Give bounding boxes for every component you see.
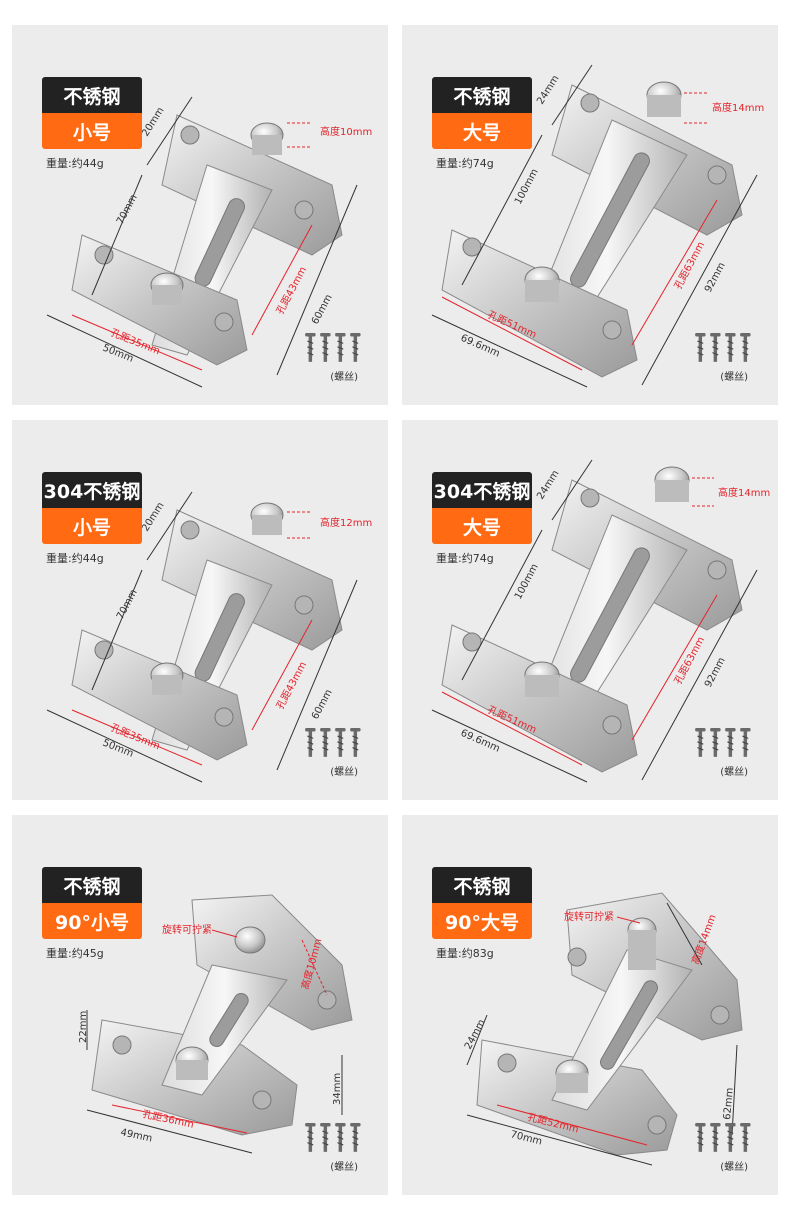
dim-hole-v: 孔距43mm (274, 660, 309, 712)
screws-icon (694, 333, 752, 363)
material-label: 不锈钢 (42, 77, 142, 113)
size-label: 大号 (432, 113, 532, 149)
size-label: 大号 (432, 508, 532, 544)
dim-rotate: 旋转可拧紧 (564, 910, 614, 923)
dim-v-total: 60mm (310, 688, 335, 722)
screw-label: (螺丝) (720, 767, 748, 778)
product-panel-5: 旋转可拧紧 高度10mm 22mm 34mm 孔距36mm 49mm 不锈钢 9… (12, 815, 388, 1195)
material-label: 不锈钢 (432, 867, 532, 903)
dim-height: 高度14mm (718, 486, 770, 499)
product-panel-6: 旋转可拧紧 高度14mm 24mm 62mm 孔距52mm 70mm 不锈钢 9… (402, 815, 778, 1195)
screw-label: (螺丝) (330, 767, 358, 778)
dim-height: 高度14mm (712, 101, 764, 114)
product-tag: 不锈钢 小号 (42, 77, 142, 149)
dim-d2: 70mm (115, 588, 140, 622)
screw-label: (螺丝) (720, 1162, 748, 1173)
dim-d1: 24mm (535, 468, 561, 501)
latch-illustration: 旋转可拧紧 高度14mm 24mm 62mm 孔距52mm 70mm (463, 892, 743, 1166)
product-tag: 不锈钢 90°大号 (432, 867, 532, 939)
weight-label: 重量:约45g (46, 947, 104, 960)
dim-v-total: 92mm (703, 656, 728, 690)
dim-h-total: 69.6mm (459, 333, 502, 360)
screws-icon (694, 728, 752, 758)
product-tag: 304不锈钢 小号 (42, 472, 142, 544)
dim-h-total: 69.6mm (459, 728, 502, 755)
size-label: 90°大号 (432, 903, 532, 939)
latch-illustration: 24mm 100mm 高度14mm 孔距63mm 92mm 孔距51mm 69.… (431, 459, 770, 783)
screw-label: (螺丝) (720, 372, 748, 383)
product-tag: 不锈钢 大号 (432, 77, 532, 149)
weight-label: 重量:约44g (46, 552, 104, 565)
screw-label: (螺丝) (330, 372, 358, 383)
screw-label: (螺丝) (330, 1162, 358, 1173)
dim-v-total: 62mm (722, 1087, 736, 1120)
material-label: 不锈钢 (42, 867, 142, 903)
material-label: 304不锈钢 (42, 472, 142, 508)
size-label: 90°小号 (42, 903, 142, 939)
latch-illustration: 旋转可拧紧 高度10mm 22mm 34mm 孔距36mm 49mm (78, 894, 353, 1154)
product-panel-2: 24mm 100mm 高度14mm 孔距63mm 92mm 孔距51mm 69.… (402, 25, 778, 405)
size-label: 小号 (42, 113, 142, 149)
screws-icon (304, 1123, 362, 1153)
dim-d1: 24mm (535, 73, 561, 106)
product-tag: 不锈钢 90°小号 (42, 867, 142, 939)
product-panel-3: 20mm 70mm 高度12mm 孔距43mm 60mm 孔距35mm 50mm… (12, 420, 388, 800)
product-panel-1: 20mm 70mm 高度10mm 孔距43mm 60mm 孔距35mm 50mm… (12, 25, 388, 405)
dim-height: 高度12mm (320, 516, 372, 529)
latch-illustration: 20mm 70mm 高度10mm 孔距43mm 60mm 孔距35mm 50mm (46, 96, 372, 388)
weight-label: 重量:约83g (436, 947, 494, 960)
dim-d1: 22mm (78, 1011, 89, 1043)
weight-label: 重量:约44g (46, 157, 104, 170)
dim-d2: 100mm (513, 562, 541, 601)
dim-d1: 20mm (140, 105, 166, 138)
screws-icon (304, 728, 362, 758)
dim-rotate: 旋转可拧紧 (162, 923, 212, 936)
material-label: 不锈钢 (432, 77, 532, 113)
dim-v-total: 92mm (703, 261, 728, 295)
size-label: 小号 (42, 508, 142, 544)
screws-icon (694, 1123, 752, 1153)
dim-h-total: 70mm (509, 1129, 543, 1147)
dim-d2: 70mm (115, 193, 140, 227)
weight-label: 重量:约74g (436, 157, 494, 170)
dim-hole-v: 孔距43mm (274, 265, 309, 317)
dim-height: 高度10mm (320, 125, 372, 138)
dim-v-total: 60mm (310, 293, 335, 327)
product-tag: 304不锈钢 大号 (432, 472, 532, 544)
dim-d2: 100mm (513, 167, 541, 206)
weight-label: 重量:约74g (436, 552, 494, 565)
latch-illustration: 20mm 70mm 高度12mm 孔距43mm 60mm 孔距35mm 50mm (46, 491, 372, 783)
latch-illustration: 24mm 100mm 高度14mm 孔距63mm 92mm 孔距51mm 69.… (431, 64, 764, 388)
screws-icon (304, 333, 362, 363)
product-panel-4: 24mm 100mm 高度14mm 孔距63mm 92mm 孔距51mm 69.… (402, 420, 778, 800)
dim-v-total: 34mm (332, 1073, 343, 1105)
material-label: 304不锈钢 (432, 472, 532, 508)
dim-d1: 20mm (140, 500, 166, 533)
dim-h-total: 49mm (119, 1127, 153, 1144)
